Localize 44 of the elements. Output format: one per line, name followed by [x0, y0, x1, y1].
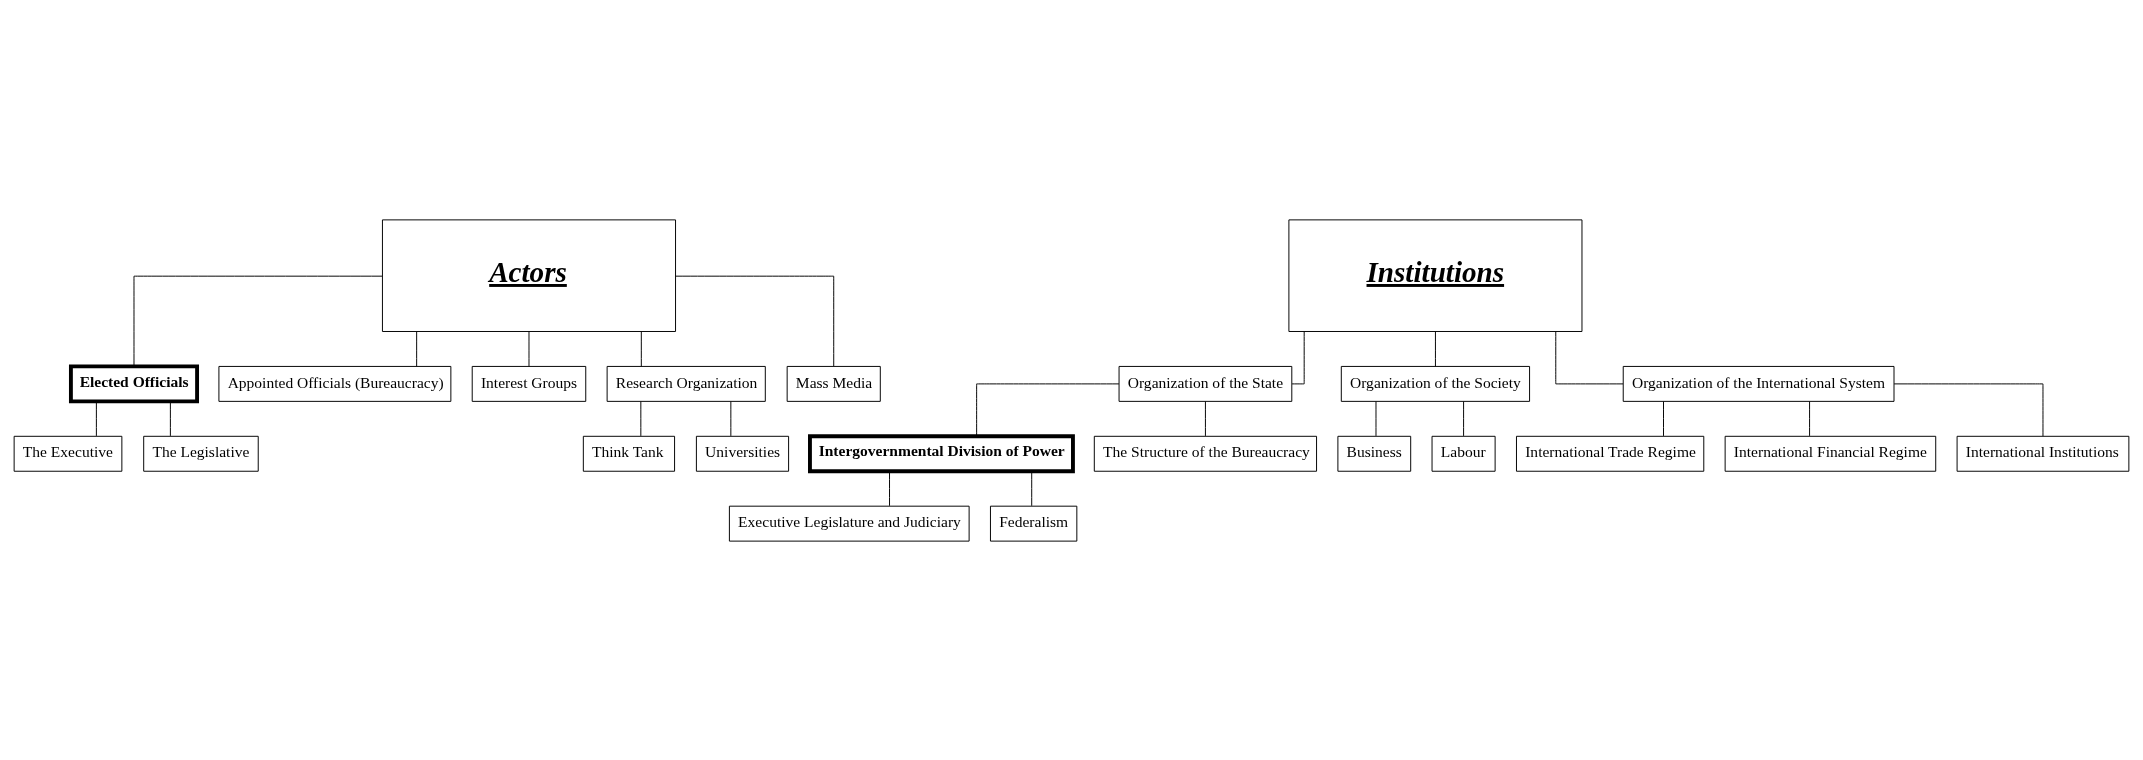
node-box: Executive Legislature and Judiciary [728, 505, 970, 542]
connector [889, 470, 890, 506]
node-box: International Financial Regime [1724, 435, 1937, 472]
connector [730, 400, 732, 436]
connector [640, 400, 642, 436]
connector [416, 330, 418, 367]
connector [1031, 470, 1033, 506]
node-box: Labour [1431, 435, 1496, 472]
node-box: Institutions [1288, 218, 1583, 332]
connector [1809, 400, 1811, 436]
node-box: International Institutions [1956, 435, 2130, 472]
node-box: Organization of the International System [1622, 365, 1895, 402]
connector [95, 400, 97, 436]
connector [1555, 330, 1624, 384]
node-box: Organization of the State [1118, 365, 1293, 402]
node-box: Universities [695, 435, 790, 472]
node-box: Intergovernmental Division of Power [808, 433, 1075, 473]
connector [1291, 330, 1305, 384]
node-box: Actors [381, 218, 677, 332]
connector [169, 400, 171, 436]
node-box: Mass Media [786, 365, 881, 402]
connector [1893, 382, 2044, 437]
node-box: Think Tank [582, 435, 676, 472]
node-box: Federalism [989, 505, 1078, 542]
node-box: Research Organization [606, 365, 766, 402]
connector [1434, 330, 1436, 367]
node-box: Organization of the Society [1340, 365, 1531, 402]
node-box: Interest Groups [471, 365, 587, 402]
node-box: International Trade Regime [1516, 435, 1705, 472]
connector [675, 275, 835, 367]
node-box: The Structure of the Bureaucracy [1093, 435, 1318, 472]
node-box: The Executive [13, 435, 123, 472]
connector [1463, 400, 1465, 436]
connector [528, 330, 530, 367]
node-box: The Legislative [143, 435, 259, 472]
connector [1663, 400, 1664, 436]
node-box: Appointed Officials (Bureaucracy) [218, 365, 452, 402]
node-box: Business [1337, 435, 1412, 472]
connector [640, 330, 642, 367]
connector [133, 275, 383, 367]
node-box: Elected Officials [68, 364, 199, 403]
connector [1375, 400, 1377, 436]
connector [976, 382, 1120, 437]
connector [1204, 400, 1206, 436]
